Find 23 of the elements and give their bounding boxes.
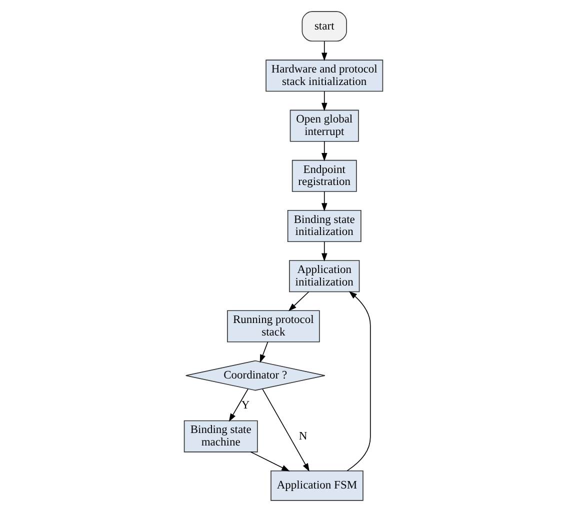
node-box: Binding state machine <box>183 420 258 452</box>
arrow <box>250 452 290 472</box>
edge-label: N <box>298 430 307 442</box>
arrow <box>321 140 327 162</box>
node-diamond: Coordinator ? <box>184 360 325 391</box>
arrow <box>321 90 327 112</box>
node-box: Running protocol stack <box>226 310 320 342</box>
node-box: Application FSM <box>270 470 363 501</box>
node-box: start <box>301 11 346 42</box>
arrow <box>228 388 248 422</box>
node-box: Open global interrupt <box>289 110 358 142</box>
arrow <box>321 241 327 262</box>
edge-label: Y <box>240 400 250 412</box>
node-box: Binding state initialization <box>286 210 361 242</box>
arrow <box>321 40 327 61</box>
arrow <box>346 291 370 472</box>
node-box: Endpoint registration <box>291 160 356 192</box>
node-box: Application initialization <box>288 260 360 292</box>
arrow <box>262 388 309 472</box>
arrow <box>259 341 268 363</box>
node-box: Hardware and protocol stack initialization <box>265 60 383 92</box>
arrow <box>321 191 327 212</box>
arrow <box>288 291 309 312</box>
